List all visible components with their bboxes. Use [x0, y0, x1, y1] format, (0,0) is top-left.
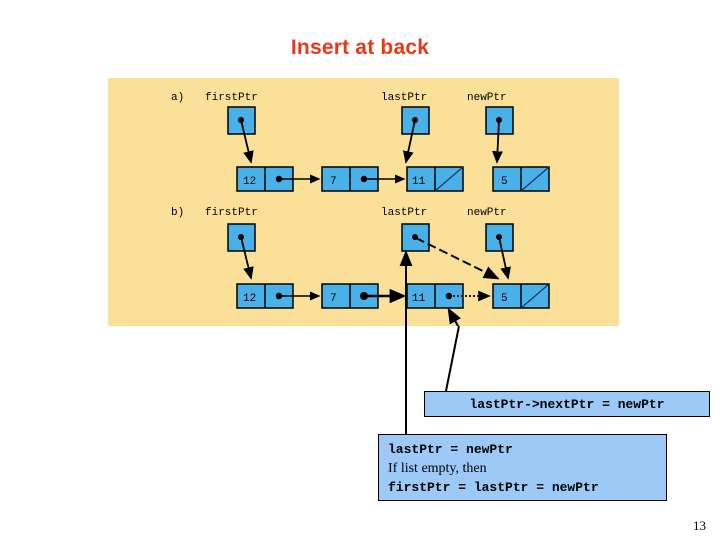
section-a-lastptr-label: lastPtr: [381, 92, 427, 104]
linked-list-diagram-panel: a) firstPtr lastPtr newPtr: [108, 78, 619, 326]
section-a-node-5: 5: [492, 166, 550, 192]
section-a-node-11-value: 11: [412, 176, 426, 188]
section-b-node-12: 12: [236, 283, 294, 309]
section-b-node-5-value: 5: [501, 293, 508, 305]
section-b-node-7-value: 7: [330, 293, 337, 305]
section-b-lastptr-label: lastPtr: [381, 207, 427, 219]
section-a-lastptr-box: [401, 106, 430, 135]
section-b-newptr-arrow: [498, 236, 511, 280]
section-a-node-11: 11: [406, 166, 464, 192]
section-b-node-12-value: 12: [243, 293, 256, 305]
section-a: a) firstPtr lastPtr newPtr: [171, 92, 550, 192]
section-a-firstptr-label: firstPtr: [205, 92, 258, 104]
page-number: 13: [693, 518, 706, 533]
section-b-firstptr-label: firstPtr: [205, 207, 258, 219]
section-b-node-5: 5: [492, 283, 550, 309]
caption-1-text: lastPtr->nextPtr = newPtr: [469, 396, 665, 412]
section-b-lastptr-new-arrow: [415, 237, 500, 280]
caption-1-leader-in-panel: [447, 307, 461, 326]
section-b-node-5-null-slash: [520, 283, 550, 309]
caption-2-line-1: lastPtr = newPtr: [388, 442, 513, 457]
section-b-label: b): [171, 207, 184, 219]
section-b-node-11-value: 11: [412, 293, 426, 305]
section-b-newptr-label: newPtr: [467, 207, 507, 219]
section-a-node-5-null-slash: [520, 166, 550, 192]
section-a-node-5-value: 5: [501, 176, 508, 188]
linked-list-diagram: a) firstPtr lastPtr newPtr: [171, 92, 550, 326]
section-b-firstptr-arrow: [240, 236, 254, 280]
section-a-newptr-label: newPtr: [467, 92, 507, 104]
section-a-lastptr-arrow: [402, 119, 416, 164]
section-a-firstptr-arrow: [240, 119, 254, 164]
caption-2-line-2: If list empty, then: [388, 461, 487, 476]
section-a-node-12-value: 12: [243, 176, 256, 188]
section-a-label: a): [171, 92, 184, 104]
section-b-firstptr-box: [227, 223, 256, 252]
section-a-firstptr-box: [227, 106, 256, 135]
section-a-node-11-null-slash: [434, 166, 464, 192]
caption-lastptr-assignment: lastPtr = newPtr If list empty, then fir…: [378, 434, 667, 501]
page-title: Insert at back: [290, 36, 430, 59]
section-a-node-7-value: 7: [330, 176, 337, 188]
caption-1-leader: [445, 325, 460, 392]
caption-lastptr-nextptr-assignment: lastPtr->nextPtr = newPtr: [424, 391, 710, 417]
section-b: b) firstPtr lastPtr newPtr 12: [171, 207, 550, 326]
caption-2-line-3: firstPtr = lastPtr = newPtr: [388, 480, 599, 495]
section-a-newptr-arrow: [492, 119, 503, 164]
